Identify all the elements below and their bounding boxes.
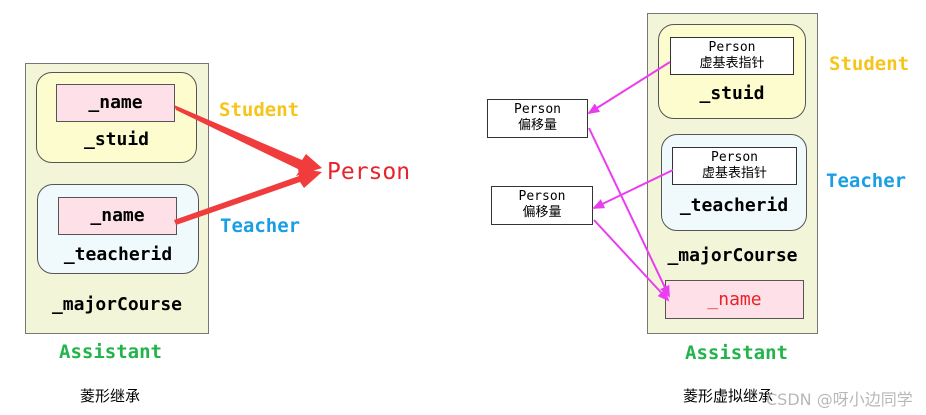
right-offset-1-line1: Person: [514, 102, 561, 117]
right-student-label: Student: [829, 53, 910, 75]
right-offset-2-line1: Person: [518, 189, 566, 204]
right-offset-2-line2: 偏移量: [522, 205, 562, 220]
right-teacher-label: Teacher: [826, 170, 907, 192]
right-caption: 菱形虚拟继承: [683, 387, 774, 405]
watermark: CSDN @呀小边同学: [766, 390, 913, 409]
left-teacher-label: Teacher: [220, 215, 301, 237]
right-student-vbptr-line2: 虚基表指针: [699, 56, 765, 71]
right-assistant-label: Assistant: [685, 342, 788, 364]
left-assistant-label: Assistant: [59, 341, 162, 363]
left-teacher-name-field: _name: [58, 197, 177, 235]
left-person-label: Person: [327, 159, 411, 185]
right-offset-box-2: Person 偏移量: [491, 186, 593, 225]
left-student-name-field: _name: [56, 84, 175, 122]
right-offset-1-line2: 偏移量: [517, 118, 557, 133]
left-caption: 菱形继承: [80, 387, 141, 405]
right-student-vbptr-line1: Person: [708, 40, 756, 55]
right-major-course: _majorCourse: [667, 245, 798, 266]
left-teacher-teacherid: _teacherid: [63, 244, 173, 265]
left-student-stuid: _stuid: [83, 129, 150, 150]
right-student-stuid: _stuid: [699, 83, 765, 104]
right-offset-box-1: Person 偏移量: [487, 99, 588, 138]
left-student-label: Student: [219, 99, 300, 121]
right-teacher-vbptr-line1: Person: [711, 150, 758, 165]
right-person-name-field: _name: [665, 280, 804, 319]
right-teacher-teacherid: _teacherid: [679, 195, 789, 216]
left-major-course: _majorCourse: [51, 294, 183, 315]
right-teacher-vbptr-line2: 虚基表指针: [701, 166, 767, 181]
right-student-vbptr: Person 虚基表指针: [670, 37, 794, 75]
right-teacher-vbptr: Person 虚基表指针: [672, 147, 797, 185]
